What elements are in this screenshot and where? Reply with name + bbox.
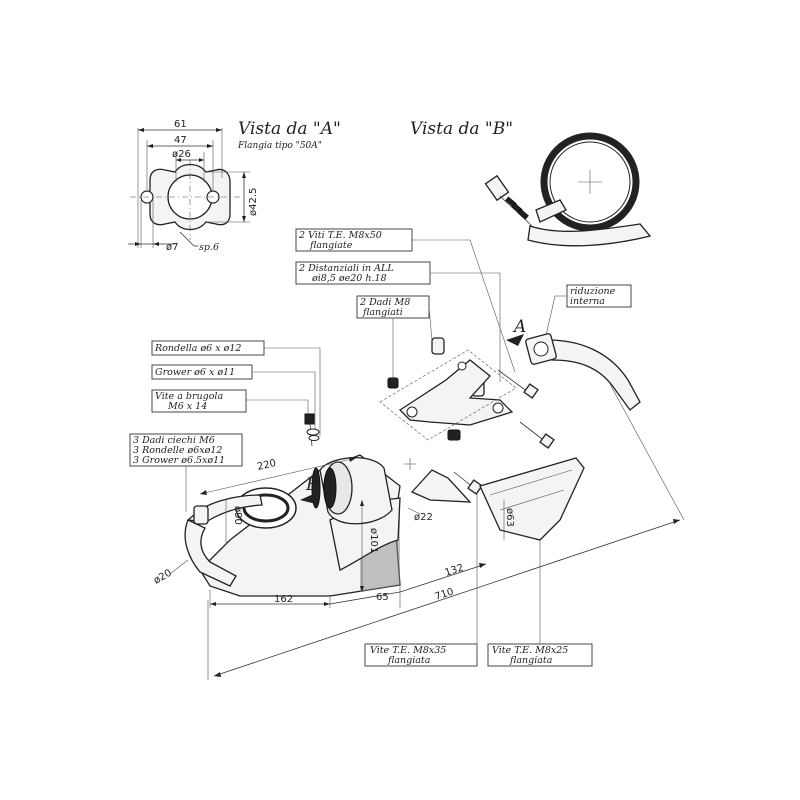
callout-dadi-ciechi: 3 Dadi ciechi M6 3 Rondelle ø6xø12 3 Gro… — [129, 433, 243, 512]
dim-63: ø63 — [504, 508, 515, 527]
dim-42-5: ø42.5 — [248, 188, 259, 216]
spacer-1 — [431, 337, 445, 355]
callout-vite-brugola: Vite a brugola M6 x 14 — [151, 389, 309, 418]
svg-text:3 Grower ø6.5xø11: 3 Grower ø6.5xø11 — [133, 455, 225, 466]
mounting-hardware — [379, 333, 641, 503]
callout-dadi-m8: 2 Dadi M8 flangiati — [356, 295, 433, 380]
svg-text:M6 x 14: M6 x 14 — [167, 401, 207, 412]
svg-text:B: B — [305, 475, 319, 495]
screw-stack-m6 — [304, 413, 320, 447]
svg-text:2 Viti T.E. M8x50: 2 Viti T.E. M8x50 — [298, 230, 382, 241]
svg-text:Grower ø6 x ø11: Grower ø6 x ø11 — [155, 367, 235, 378]
svg-text:flangiate: flangiate — [309, 240, 353, 251]
dim-65: 65 — [376, 592, 389, 603]
svg-text:interna: interna — [570, 296, 605, 307]
thickness-label: sp.6 — [199, 242, 219, 253]
svg-text:flangiati: flangiati — [362, 307, 403, 318]
callout-distanziali: 2 Distanziali in ALL øi8,5 øe20 h.18 — [295, 261, 501, 382]
svg-text:øi8,5 øe20 h.18: øi8,5 øe20 h.18 — [311, 273, 387, 284]
clamp-pipe-section — [527, 223, 652, 247]
view-b-title: Vista da "B" — [410, 119, 513, 139]
svg-text:2 Distanziali in ALL: 2 Distanziali in ALL — [298, 263, 394, 274]
mounting-bracket — [398, 359, 514, 426]
callout-rondella: Rondella ø6 x ø12 — [151, 340, 321, 436]
tail-pipe — [479, 457, 585, 541]
dim-47: 47 — [174, 135, 187, 146]
dim-101: ø101 — [368, 528, 379, 553]
dim-22: ø22 — [414, 512, 433, 523]
dim-20: ø20 — [152, 568, 174, 587]
dim-220: 220 — [256, 458, 277, 473]
flange-view-a: 61 47 ø26 ø42.5 ø7 sp.6 — [128, 119, 259, 253]
exhaust-flange — [193, 505, 209, 525]
callout-vite-m8x35: Vite T.E. M8x35 flangiata — [364, 488, 478, 667]
view-arrow-a: A — [506, 317, 526, 346]
dimension-lines: 220 ø90 ø101 ø63 ø22 ø20 162 65 132 — [152, 383, 685, 680]
view-a-subtitle: Flangia tipo "50A" — [237, 141, 322, 151]
m8-nut-2 — [447, 429, 461, 441]
view-a-title: Vista da "A" — [238, 119, 341, 139]
callout-grower: Grower ø6 x ø11 — [151, 364, 316, 430]
view-b-clamp — [484, 132, 652, 247]
m8-nut-1 — [387, 377, 399, 389]
callout-riduzione: riduzione interna — [544, 284, 632, 341]
dim-132: 132 — [444, 562, 466, 578]
svg-text:2 Dadi M8: 2 Dadi M8 — [359, 297, 410, 308]
clamp-bolt-head — [484, 174, 510, 202]
clamp-ring — [540, 132, 640, 232]
svg-text:Rondella ø6 x ø12: Rondella ø6 x ø12 — [154, 343, 241, 354]
dim-162: 162 — [274, 594, 293, 605]
clamp-bracket — [535, 199, 567, 223]
svg-text:riduzione: riduzione — [570, 286, 616, 297]
svg-text:3 Dadi ciechi M6: 3 Dadi ciechi M6 — [133, 435, 215, 446]
svg-text:Vite a brugola: Vite a brugola — [155, 391, 223, 402]
callout-viti-flangiate: 2 Viti T.E. M8x50 flangiate — [295, 228, 516, 373]
svg-text:Vite T.E. M8x35: Vite T.E. M8x35 — [370, 645, 446, 656]
dim-710: 710 — [434, 586, 456, 602]
svg-text:Vite T.E. M8x25: Vite T.E. M8x25 — [492, 645, 568, 656]
svg-text:A: A — [512, 317, 526, 337]
svg-text:flangiata: flangiata — [387, 655, 431, 666]
view-arrow-b: B — [300, 475, 319, 504]
small-bracket — [410, 469, 472, 503]
bolt-m8x35 — [467, 479, 483, 495]
bolt-m8x50-1 — [523, 383, 539, 399]
head-pipe-loop — [184, 519, 237, 587]
exhaust-muffler — [184, 454, 585, 597]
dim-61: 61 — [174, 119, 187, 130]
bolt-m8x50-2 — [539, 433, 555, 449]
svg-text:3 Rondelle ø6xø12: 3 Rondelle ø6xø12 — [133, 445, 222, 456]
dim-90: ø90 — [232, 506, 243, 525]
svg-text:flangiata: flangiata — [509, 655, 553, 666]
dim-26: ø26 — [172, 149, 191, 160]
dim-7: ø7 — [166, 242, 178, 253]
header-pipe — [547, 339, 641, 411]
